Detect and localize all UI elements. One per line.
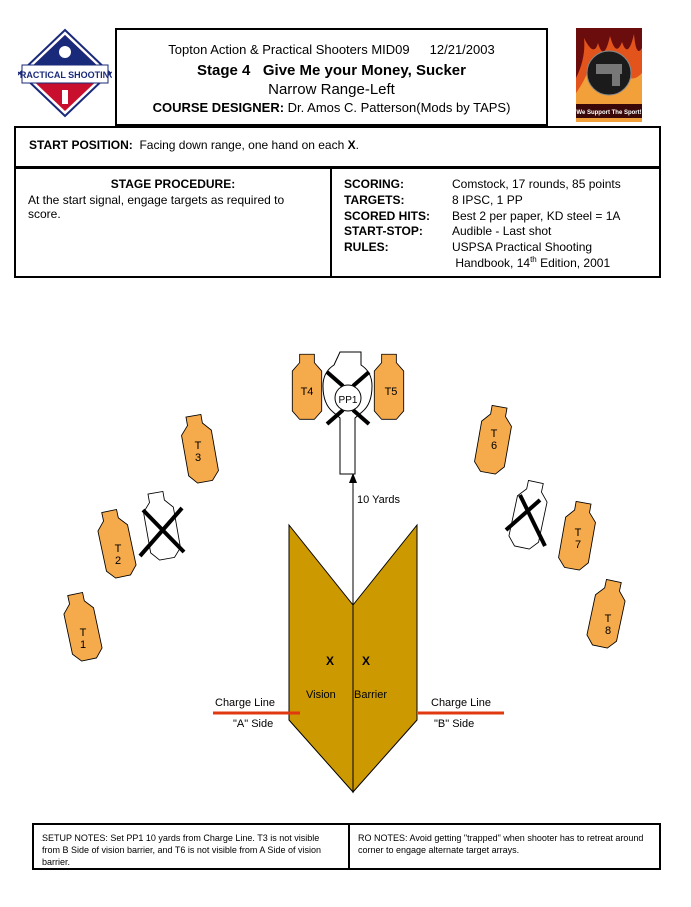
stage-subtitle: Narrow Range-Left xyxy=(268,81,395,98)
start-position-text: Facing down range, one hand on each xyxy=(132,138,348,152)
start-stop-label: START-STOP: xyxy=(344,224,423,238)
designer-value: Dr. Amos C. Patterson(Mods by TAPS) xyxy=(284,100,511,115)
vision-label: Vision xyxy=(306,689,336,701)
start-position-mark: X xyxy=(347,138,356,152)
start-position-end: . xyxy=(355,138,359,152)
rules-handbook: Handbook, 14 xyxy=(452,256,531,270)
t4-label: T4 xyxy=(300,386,314,398)
hand-mark xyxy=(325,370,345,388)
hand-mark xyxy=(325,408,345,426)
no-shoot-x xyxy=(504,498,542,532)
charge-line-b-label: Charge Line xyxy=(431,697,491,709)
b-side-label: "B" Side xyxy=(434,718,475,730)
hand-x-right: X xyxy=(362,654,371,668)
vision-barrier-right xyxy=(352,523,418,794)
stage-date: 12/21/2003 xyxy=(429,42,495,57)
club-name: Topton Action & Practical Shooters MID09 xyxy=(168,42,410,57)
distance-arrowhead xyxy=(349,473,357,483)
hand-mark xyxy=(351,370,371,388)
logo-text: PRACTICAL SHOOTING xyxy=(18,70,112,80)
rules-value-2: Handbook, 14th Edition, 2001 xyxy=(452,255,662,270)
no-shoot-x xyxy=(518,494,547,547)
procedure-title: STAGE PROCEDURE: xyxy=(110,177,236,191)
distance-label: 10 Yards xyxy=(357,494,401,506)
targets-value: 8 IPSC, 1 PP xyxy=(452,193,523,207)
start-position-box: START POSITION: Facing down range, one h… xyxy=(14,126,661,168)
setup-notes: SETUP NOTES: Set PP1 10 yards from Charg… xyxy=(42,833,321,867)
start-stop-value: Audible - Last shot xyxy=(452,224,552,238)
procedure-text: At the start signal, engage targets as r… xyxy=(28,193,285,221)
ro-notes-box: RO NOTES: Avoid getting "trapped" when s… xyxy=(348,823,661,870)
scored-hits-value: Best 2 per paper, KD steel = 1A xyxy=(452,209,621,223)
scoring-label: SCORING: xyxy=(344,177,404,191)
ro-notes: RO NOTES: Avoid getting "trapped" when s… xyxy=(358,833,644,855)
setup-notes-box: SETUP NOTES: Set PP1 10 yards from Charg… xyxy=(32,823,350,870)
targets-label: TARGETS: xyxy=(344,193,405,207)
rules-edition: Edition, 2001 xyxy=(536,256,611,270)
stage-title: Stage 4 Give Me your Money, Sucker xyxy=(197,62,466,79)
t5-label: T5 xyxy=(384,386,398,398)
rules-label: RULES: xyxy=(344,240,389,254)
charge-line-a-label: Charge Line xyxy=(215,697,275,709)
stage-header: Topton Action & Practical Shooters MID09… xyxy=(115,28,548,126)
scoring-value: Comstock, 17 rounds, 85 points xyxy=(452,177,621,191)
uspsa-logo: PRACTICAL SHOOTING xyxy=(14,28,116,118)
pp1-label: PP1 xyxy=(338,395,358,406)
hand-x-left: X xyxy=(326,654,335,668)
vision-barrier xyxy=(288,523,354,794)
rules-sup: th xyxy=(530,255,537,264)
no-shoot-x xyxy=(138,506,184,558)
stage-procedure-box: STAGE PROCEDURE: At the start signal, en… xyxy=(14,167,332,278)
popper-pp1 xyxy=(322,351,373,475)
rules-value: USPSA Practical Shooting xyxy=(452,240,593,254)
club-logo: We Support The Sport! xyxy=(576,28,642,122)
header-line-1: Topton Action & Practical Shooters MID09… xyxy=(117,42,546,57)
hand-mark xyxy=(351,408,371,426)
course-designer: COURSE DESIGNER: Dr. Amos C. Patterson(M… xyxy=(117,100,546,115)
a-side-label: "A" Side xyxy=(233,718,274,730)
designer-label: COURSE DESIGNER: xyxy=(152,100,285,115)
start-position-label: START POSITION: xyxy=(29,138,133,152)
logo-slogan: We Support The Sport! xyxy=(576,110,641,116)
scoring-box: SCORING: Comstock, 17 rounds, 85 points … xyxy=(330,167,661,278)
start-position: START POSITION: Facing down range, one h… xyxy=(29,138,359,152)
scored-hits-label: SCORED HITS: xyxy=(344,209,431,223)
barrier-label: Barrier xyxy=(354,689,388,701)
